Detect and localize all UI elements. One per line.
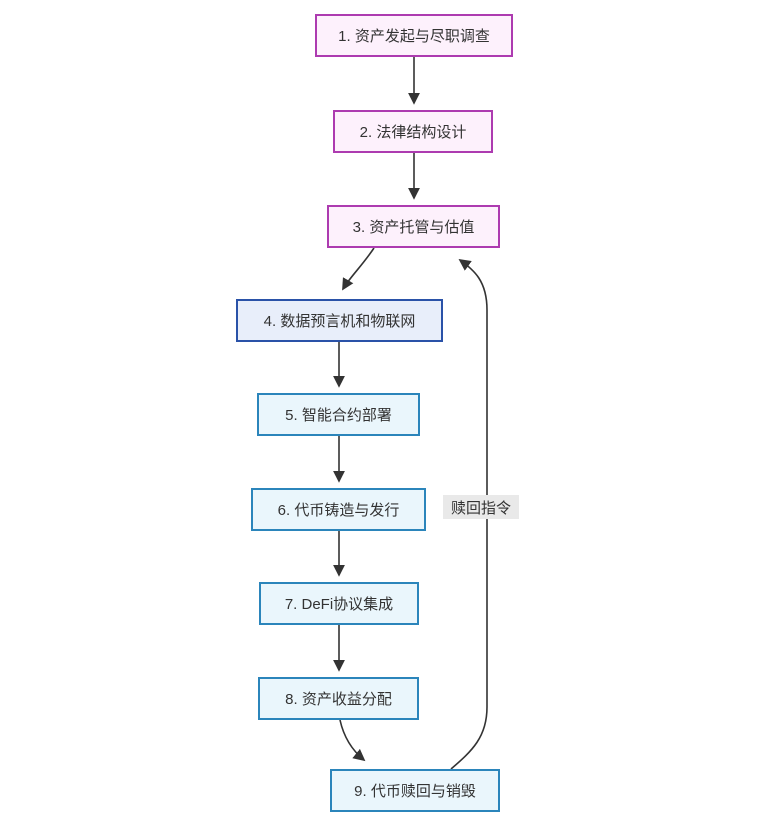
edge-label-text: 赎回指令 [450,499,511,517]
node-asset-yield-distribution: 8. 资产收益分配 [258,677,419,720]
node-defi-protocol-integration: 7. DeFi协议集成 [259,582,419,625]
node-label: 9. 代币赎回与销毁 [354,783,476,800]
node-label: 6. 代币铸造与发行 [277,502,400,519]
node-token-minting-issuance: 6. 代币铸造与发行 [251,488,426,531]
node-label: 2. 法律结构设计 [359,124,467,141]
node-label: 1. 资产发起与尽职调查 [338,28,490,45]
node-label: 7. DeFi协议集成 [284,596,394,613]
node-data-oracle-iot: 4. 数据预言机和物联网 [236,299,443,342]
node-label: 4. 数据预言机和物联网 [263,313,416,330]
edge-label-redemption-instruction: 赎回指令 [443,495,519,519]
node-smart-contract-deployment: 5. 智能合约部署 [257,393,420,436]
node-asset-custody-valuation: 3. 资产托管与估值 [327,205,500,248]
node-legal-structure-design: 2. 法律结构设计 [333,110,493,153]
node-label: 8. 资产收益分配 [285,691,392,708]
node-token-redemption-burn: 9. 代币赎回与销毁 [330,769,500,812]
edge-8-9 [339,719,366,762]
node-asset-origination-due-diligence: 1. 资产发起与尽职调查 [315,14,513,57]
edge-3-4 [342,247,375,291]
node-label: 3. 资产托管与估值 [352,219,475,236]
node-label: 5. 智能合约部署 [285,407,392,424]
